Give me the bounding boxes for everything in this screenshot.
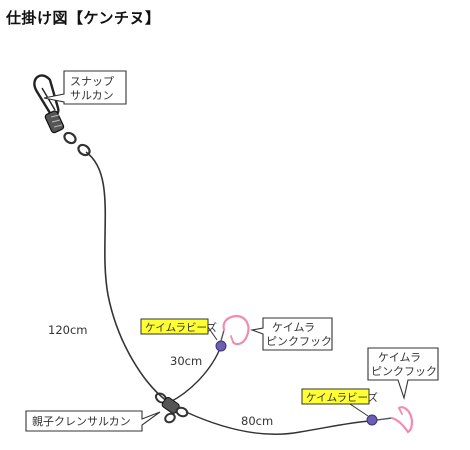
branch-upper-length: 30cm xyxy=(170,354,202,368)
bead-upper-text: ケイムラビーズ xyxy=(145,321,217,334)
hook-upper-label-2: ピンクフック xyxy=(266,335,332,348)
hook-lower-icon xyxy=(390,406,414,434)
bead-lower-icon xyxy=(366,414,378,426)
snap-swivel-callout: スナップ サルカン xyxy=(43,70,127,105)
snap-swivel-label-2: サルカン xyxy=(70,89,114,102)
hook-upper-callout: ケイムラ ピンクフック xyxy=(249,317,333,351)
hook-upper-label-1: ケイムラ xyxy=(272,321,315,334)
branch-line-lower xyxy=(185,411,372,435)
hook-lower-callout: ケイムラ ピンクフック xyxy=(367,347,439,401)
parent-child-swivel-icon xyxy=(154,392,189,424)
branch-lower-length: 80cm xyxy=(241,414,273,428)
snap-swivel-label-1: スナップ xyxy=(70,75,114,88)
main-line-length: 120cm xyxy=(48,323,87,337)
page-title: 仕掛け図【ケンチヌ】 xyxy=(6,9,161,27)
hook-lower-label-1: ケイムラ xyxy=(378,351,421,364)
snap-swivel-icon xyxy=(33,74,91,157)
hook-lower-label-2: ピンクフック xyxy=(371,365,437,378)
parent-child-swivel-callout: 親子クレンサルカン xyxy=(25,410,161,432)
parent-child-swivel-label: 親子クレンサルカン xyxy=(32,415,131,428)
bead-lower-text: ケイムラビーズ xyxy=(306,391,378,404)
main-line xyxy=(85,151,169,403)
bead-upper-icon xyxy=(215,340,227,352)
bead-upper-label: ケイムラビーズ xyxy=(140,318,218,341)
bead-lower-label: ケイムラビーズ xyxy=(301,388,378,417)
hook-upper-icon xyxy=(222,314,250,346)
branch-line-upper xyxy=(169,345,222,403)
